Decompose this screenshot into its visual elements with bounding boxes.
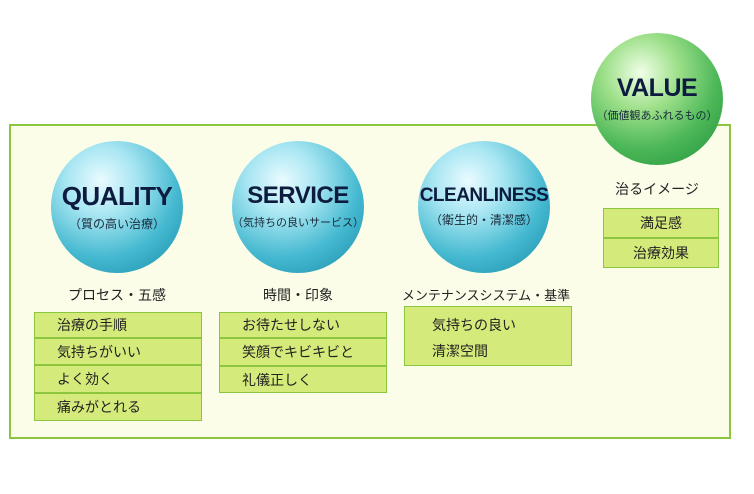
value-circle: VALUE （価値観あふれるもの） [591, 33, 723, 165]
cleanliness-item: 清潔空間 [432, 344, 488, 360]
quality-item: よく効く [34, 365, 202, 393]
service-title: SERVICE [247, 182, 349, 209]
value-item: 満足感 [603, 208, 719, 238]
service-item: 礼儀正しく [219, 366, 387, 393]
service-subtitle: （気持ちの良いサービス） [232, 216, 364, 229]
cleanliness-item: 気持ちの良い [432, 318, 516, 334]
value-title: VALUE [616, 73, 698, 102]
quality-item: 気持ちがいい [34, 338, 202, 365]
value-heading: 治るイメージ [615, 182, 699, 198]
quality-heading: プロセス・五感 [68, 288, 166, 304]
value-item: 治療効果 [603, 238, 719, 268]
service-item: お待たせしない [219, 312, 387, 338]
value-subtitle: （価値観あふれるもの） [596, 108, 718, 122]
service-item: 笑顔でキビキビと [219, 338, 387, 366]
cleanliness-circle: CLEANLINESS （衛生的・清潔感） [418, 141, 550, 273]
cleanliness-subtitle: （衛生的・清潔感） [429, 213, 538, 227]
quality-item: 治療の手順 [34, 312, 202, 338]
quality-item: 痛みがとれる [34, 393, 202, 421]
quality-circle: QUALITY （質の高い治療） [51, 141, 183, 273]
quality-subtitle: （質の高い治療） [68, 216, 165, 231]
service-heading: 時間・印象 [263, 288, 333, 304]
cleanliness-title: CLEANLINESS [419, 185, 549, 206]
cleanliness-list: 気持ちの良い 清潔空間 [404, 306, 572, 366]
cleanliness-heading: メンテナンスシステム・基準 [401, 289, 571, 304]
service-circle: SERVICE （気持ちの良いサービス） [232, 141, 364, 273]
quality-title: QUALITY [61, 180, 173, 211]
